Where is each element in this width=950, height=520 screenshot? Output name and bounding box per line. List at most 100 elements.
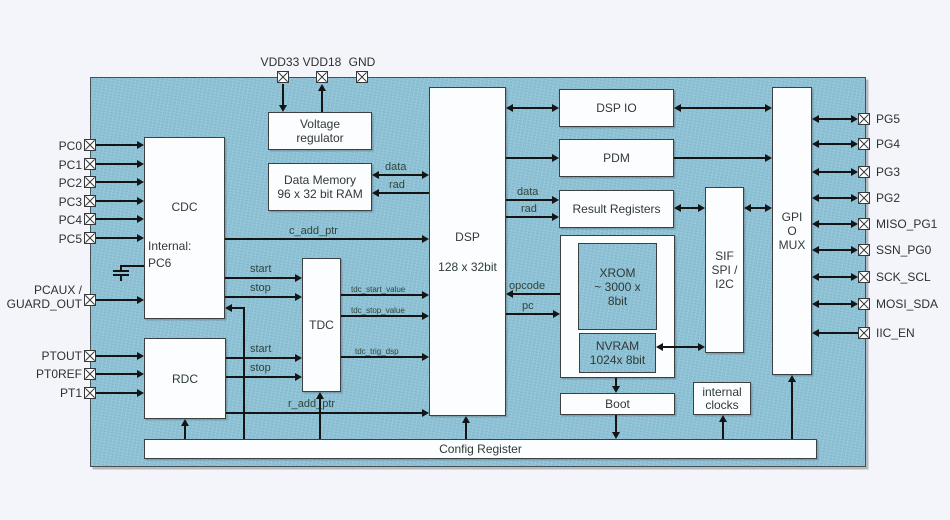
arrowhead-left-icon [225, 304, 232, 312]
pin-pad-sck-scl [858, 271, 870, 283]
arrowhead-left-icon [812, 329, 819, 337]
block-tdc: TDC [302, 258, 341, 392]
signal-tdc-start-value: tdc_start_value [351, 285, 406, 294]
arrowhead-left-icon [812, 115, 819, 123]
wire-pt0ref [96, 373, 137, 375]
arrowhead-right-icon [851, 246, 858, 254]
signal-opcode: opcode [509, 280, 546, 292]
pin-pad-pcaux [84, 294, 96, 306]
arrowhead-right-icon [552, 104, 559, 112]
arrowhead-left-icon [812, 273, 819, 281]
arrowhead-left-icon [812, 246, 819, 254]
wire-config-to-clocks [722, 422, 724, 439]
signal-rad: rad [521, 203, 537, 215]
arrowhead-up-icon [462, 416, 470, 423]
wire-ptout [96, 355, 137, 357]
wire-c-add-ptr [225, 238, 422, 240]
wire-pc5 [96, 237, 137, 239]
arrowhead-right-icon [137, 215, 144, 223]
arrowhead-right-icon [552, 196, 559, 204]
arrowhead-right-icon [552, 154, 559, 162]
wire-config-to-rdc [184, 426, 186, 439]
arrowhead-left-icon [506, 290, 513, 298]
pin-pad-miso-pg1 [858, 218, 870, 230]
wire-pg5 [819, 118, 853, 120]
arrowhead-right-icon [137, 197, 144, 205]
wire-pc6-cap [120, 265, 144, 267]
wire-result-data [506, 199, 552, 201]
block-cdc: CDC [144, 137, 225, 319]
signal-stop: stop [250, 362, 271, 374]
wire-cdc-stop [225, 296, 295, 298]
wire-miso-pg1 [819, 223, 853, 225]
arrowhead-left-icon [674, 104, 681, 112]
signal-start: start [250, 343, 272, 355]
wire-result-sif [681, 207, 698, 209]
pin-label-pc1: PC1 [58, 158, 82, 172]
signal-data: data [517, 186, 539, 198]
wire-pcaux [96, 299, 137, 301]
arrowhead-right-icon [422, 409, 429, 417]
arrowhead-right-icon [765, 104, 772, 112]
wire-pc4 [96, 218, 137, 220]
arrowhead-right-icon [422, 312, 429, 320]
arrowhead-up-icon [318, 84, 326, 91]
wire-pc2 [96, 181, 137, 183]
arrowhead-left-icon [812, 194, 819, 202]
arrowhead-down-icon [279, 105, 287, 112]
arrowhead-left-icon [812, 300, 819, 308]
pin-pad-pt1 [84, 387, 96, 399]
pin-pad-vdd33 [277, 71, 289, 83]
wire-r-add-ptr [226, 412, 422, 414]
arrowhead-right-icon [137, 160, 144, 168]
block-internal-clocks: internal clocks [693, 382, 751, 415]
pin-label-guard-out: GUARD_OUT [6, 297, 82, 311]
block-xrom: XROM ~ 3000 x 8bit [578, 243, 657, 330]
arrowhead-right-icon [137, 234, 144, 242]
arrowhead-right-icon [422, 171, 429, 179]
block-nvram: NVRAM 1024x 8bit [579, 333, 656, 373]
pin-pad-ptout [84, 350, 96, 362]
pin-pad-ssn-pg0 [858, 244, 870, 256]
arrowhead-right-icon [851, 220, 858, 228]
signal-data: data [385, 161, 407, 173]
arrowhead-right-icon [698, 204, 705, 212]
block-boot: Boot [560, 393, 675, 415]
arrowhead-left-icon [506, 104, 513, 112]
arrowhead-up-icon [181, 419, 189, 426]
arrowhead-right-icon [765, 204, 772, 212]
arrowhead-right-icon [851, 140, 858, 148]
capacitor-icon [113, 274, 129, 276]
wire-result-rad [506, 216, 552, 218]
arrowhead-left-icon [674, 204, 681, 212]
pin-pad-pc5 [84, 232, 96, 244]
wire-cdc-start [225, 277, 295, 279]
arrowhead-up-icon [788, 375, 796, 382]
pin-label-pc4: PC4 [58, 213, 82, 227]
block-config-register-label: Config Register [439, 442, 522, 456]
pin-label-vdd18: VDD18 [302, 55, 342, 69]
pin-label-pc2: PC2 [58, 176, 82, 190]
pin-pad-pg4 [858, 138, 870, 150]
arrowhead-right-icon [137, 389, 144, 397]
block-dsp-io: DSP IO [559, 89, 674, 127]
arrowhead-left-icon [656, 343, 663, 351]
wire-pc3 [96, 200, 137, 202]
signal-tdc-stop-value: tdc_stop_value [351, 306, 405, 315]
pin-pad-pg5 [858, 113, 870, 125]
pin-label-sck-scl: SCK_SCL [876, 270, 931, 284]
arrowhead-right-icon [422, 291, 429, 299]
pin-pad-pc3 [84, 195, 96, 207]
wire-pg3 [819, 171, 853, 173]
block-result-registers-label: Result Registers [572, 202, 661, 216]
capacitor-icon [120, 265, 122, 270]
arrowhead-down-icon [612, 432, 620, 439]
arrowhead-right-icon [137, 178, 144, 186]
pin-label-gnd: GND [348, 55, 376, 69]
block-dsp: DSP 128 x 32bit [429, 87, 506, 416]
wire-mem-rad [379, 192, 429, 194]
pin-label-vdd33: VDD33 [260, 55, 300, 69]
arrowhead-right-icon [698, 343, 705, 351]
arrowhead-left-icon [744, 204, 751, 212]
